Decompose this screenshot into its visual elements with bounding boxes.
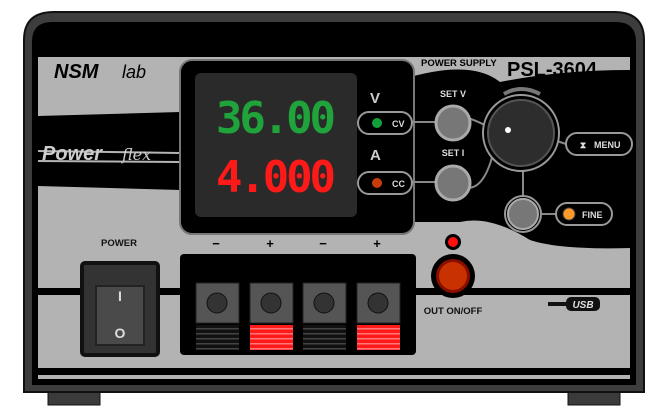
terminal-3-negative[interactable]: − — [302, 236, 347, 350]
model-category: POWER SUPPLY — [421, 58, 497, 69]
fine-button[interactable] — [507, 198, 539, 230]
terminal-sign: − — [319, 236, 327, 251]
rotary-knob[interactable] — [487, 99, 555, 167]
fine-led-icon — [562, 207, 576, 221]
series-suffix: flex — [121, 145, 151, 164]
cv-indicator: CV — [357, 111, 413, 135]
knob-arc — [502, 87, 541, 96]
usb-icon — [548, 302, 568, 306]
menu-label: MENU — [594, 140, 621, 150]
cv-led-icon — [372, 118, 382, 128]
output-button[interactable] — [439, 262, 467, 290]
model-name: PSL-3604 — [507, 59, 598, 81]
power-switch[interactable]: I O — [95, 285, 145, 346]
terminal-1-negative[interactable]: − — [195, 236, 240, 350]
terminal-sign: + — [373, 236, 381, 251]
fine-label: FINE — [582, 210, 603, 220]
fine-indicator: FINE — [555, 202, 613, 226]
brand-suffix: lab — [122, 62, 146, 82]
cc-indicator: CC — [357, 171, 413, 195]
brand-name: NSM — [54, 61, 100, 83]
switch-on-mark: I — [118, 288, 122, 304]
terminal-sign: − — [212, 236, 220, 251]
terminal-4-positive[interactable]: + — [356, 236, 401, 350]
display-screen — [195, 73, 357, 217]
voltage-unit: V — [370, 90, 380, 107]
set-v-button[interactable] — [434, 104, 472, 142]
voltage-readout: 36.00 — [216, 93, 336, 144]
stripe — [38, 368, 630, 375]
terminal-2-positive[interactable]: + — [249, 236, 294, 350]
knob-marker — [505, 127, 511, 133]
cv-label: CV — [392, 119, 405, 129]
series-name: Power — [42, 143, 103, 165]
menu-button[interactable]: ⧗ MENU — [565, 132, 633, 156]
switch-off-mark: O — [115, 325, 126, 341]
set-i-button[interactable] — [434, 164, 472, 202]
menu-arrow-icon: ⧗ — [580, 140, 586, 150]
usb-port[interactable]: USB — [548, 297, 600, 311]
current-readout: 4.000 — [216, 152, 336, 203]
output-label: OUT ON/OFF — [424, 306, 483, 317]
set-i-label: SET I — [442, 148, 465, 158]
terminal-sign: + — [266, 236, 274, 251]
output-led-icon — [448, 237, 458, 247]
usb-label: USB — [572, 300, 593, 311]
set-v-label: SET V — [440, 89, 466, 99]
power-label: POWER — [101, 238, 137, 249]
cc-label: CC — [392, 179, 405, 189]
cc-led-icon — [372, 178, 382, 188]
current-unit: A — [370, 147, 381, 164]
